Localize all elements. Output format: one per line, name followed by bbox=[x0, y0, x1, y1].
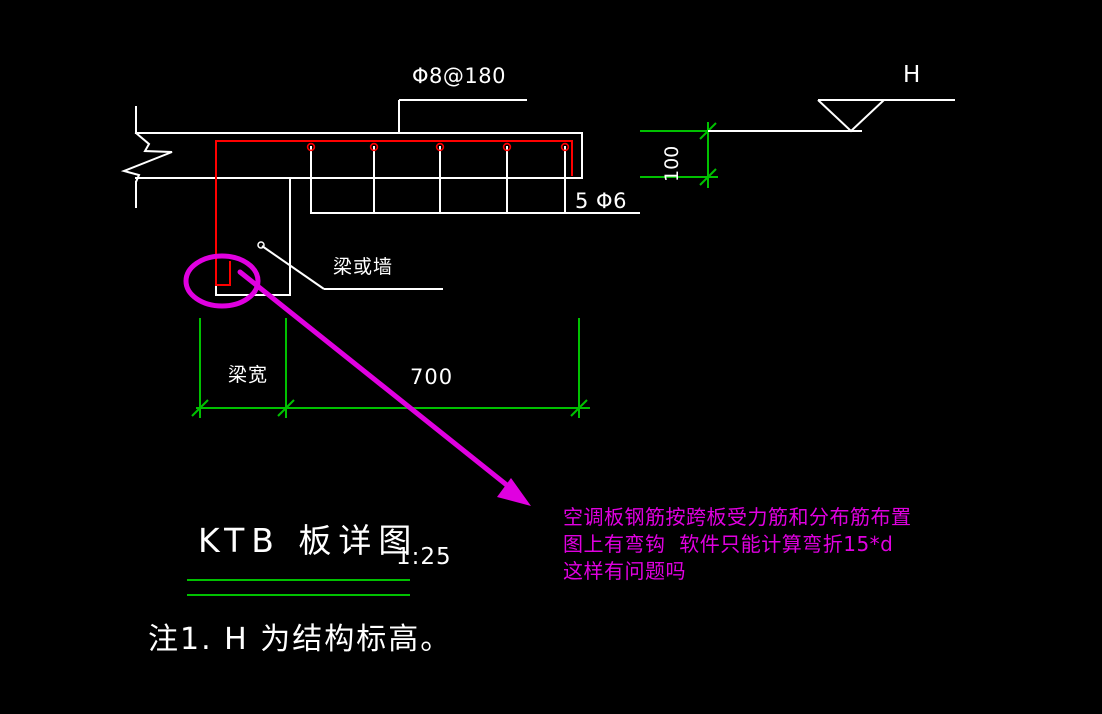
rebar-marker-4 bbox=[502, 142, 512, 152]
slab-thickness-dimension-text: 100 bbox=[661, 145, 683, 182]
support-label-leader bbox=[257, 241, 443, 290]
elevation-triangle bbox=[817, 99, 885, 133]
bottom-rebar-label: 5 Φ6 bbox=[575, 189, 627, 213]
drawing-scale: 1:25 bbox=[396, 544, 452, 570]
distribution-bar-lines bbox=[310, 146, 566, 213]
rebar-marker-1 bbox=[306, 142, 316, 152]
beam-width-dimension-text: 梁宽 bbox=[228, 364, 269, 386]
annotation-text-line-1: 空调板钢筋按跨板受力筋和分布筋布置 bbox=[563, 505, 912, 529]
support-leader-dot bbox=[257, 241, 265, 249]
dimension-tick-mid bbox=[277, 399, 295, 417]
annotation-highlight-layer bbox=[183, 253, 531, 506]
drawing-title: KTB 板详图 bbox=[198, 521, 419, 560]
annotation-arrow-head bbox=[497, 478, 531, 506]
support-label: 梁或墙 bbox=[333, 256, 394, 278]
annotation-arrow-shaft bbox=[237, 269, 521, 497]
break-line-symbol bbox=[120, 131, 173, 208]
rebar-marker-2 bbox=[369, 142, 379, 152]
cantilever-length-dimension-text: 700 bbox=[410, 365, 454, 389]
rebar-cross-section-markers bbox=[306, 142, 570, 152]
dimension-lines bbox=[187, 122, 718, 596]
drawing-note: 注1. H 为结构标高。 bbox=[148, 622, 453, 657]
annotation-text-line-3: 这样有问题吗 bbox=[563, 559, 686, 583]
elevation-symbol bbox=[708, 99, 955, 133]
top-rebar-leader bbox=[398, 99, 527, 133]
rebar-vertical-leg-and-hook bbox=[215, 140, 573, 286]
top-rebar-red-geometry bbox=[215, 140, 573, 286]
dimension-tick-left bbox=[191, 399, 209, 417]
dimension-tick-right bbox=[570, 399, 588, 417]
thickness-tick-bottom bbox=[699, 168, 717, 186]
annotation-text-line-2: 图上有弯钩 软件只能计算弯折15*d bbox=[563, 532, 894, 556]
rebar-marker-3 bbox=[435, 142, 445, 152]
top-rebar-label: Φ8@180 bbox=[412, 64, 506, 88]
rebar-hook-foot bbox=[215, 261, 231, 286]
elevation-label: H bbox=[903, 62, 921, 88]
support-leader-diagonal bbox=[261, 245, 325, 290]
rebar-marker-5 bbox=[560, 142, 570, 152]
highlight-ellipse bbox=[183, 253, 261, 309]
